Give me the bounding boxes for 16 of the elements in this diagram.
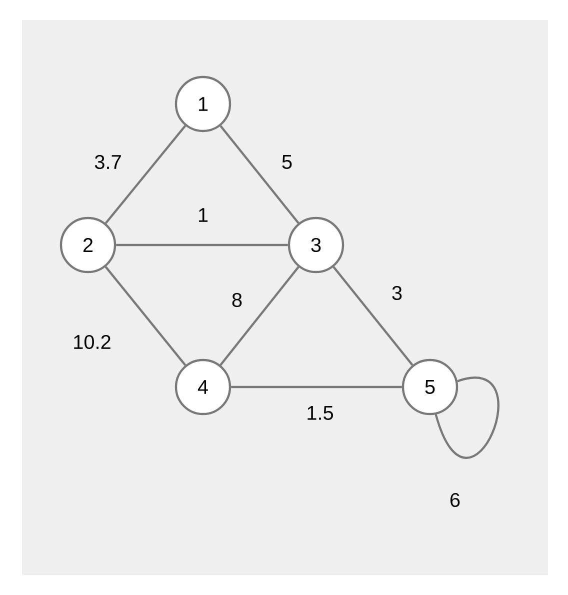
edge-label: 1 <box>198 208 208 222</box>
edge-line <box>104 125 186 224</box>
edge-label: 1.5 <box>308 406 334 420</box>
edge-label: 3.7 <box>94 154 121 170</box>
edge-line <box>332 266 414 366</box>
edge-line <box>104 266 186 366</box>
edge-line <box>220 125 300 224</box>
edge-label: 10.2 <box>74 334 110 350</box>
edge-line <box>434 376 500 459</box>
edge-line <box>116 244 288 246</box>
edge-line <box>220 266 300 366</box>
edge-label: 8 <box>232 292 242 308</box>
edge-line <box>231 386 402 388</box>
edge-label: 3 <box>392 286 402 300</box>
edge-label: 5 <box>282 155 292 169</box>
edge-label: 6 <box>450 492 460 508</box>
